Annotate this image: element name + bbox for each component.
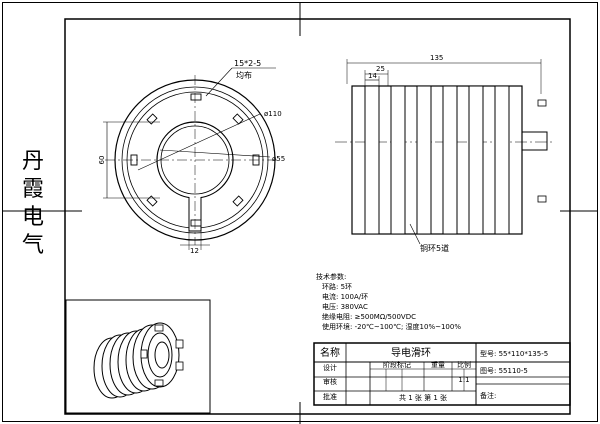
groove-note: 均布 xyxy=(236,70,252,80)
spec-line-1: 环路: 5环 xyxy=(322,282,352,291)
spec-line-4: 绝缘电阻: ≥500MΩ/500VDC xyxy=(322,312,416,321)
title-name-label: 名称 xyxy=(320,346,340,359)
dim-inner-diameter: ø55 xyxy=(272,155,285,163)
drawing-frame xyxy=(64,18,571,415)
title-scale-value: 1:1 xyxy=(458,376,469,384)
brand-char-1: 丹 xyxy=(22,149,44,174)
spec-line-5: 使用环境: -20℃~100℃; 湿度10%~100% xyxy=(322,322,461,331)
brand-char-3: 电 xyxy=(22,205,44,230)
side-view xyxy=(335,59,555,245)
dim-key-width: 12 xyxy=(190,247,199,255)
brand-name: 丹 霞 电 气 xyxy=(22,149,44,258)
title-drawing-number: 图号: 55110-5 xyxy=(480,367,528,375)
title-review: 审核 xyxy=(323,377,337,386)
title-block xyxy=(313,342,571,406)
brand-char-4: 气 xyxy=(22,233,44,258)
tech-specs: 技术参数: 环路: 5环 电流: 100A/环 电压: 380VAC 绝缘电阻:… xyxy=(316,272,461,331)
title-remark: 备注: xyxy=(480,391,496,400)
title-stage-mark: 阶段标记 xyxy=(383,360,411,369)
groove-callout: 15*2-5 xyxy=(234,59,261,68)
title-approve: 批准 xyxy=(323,392,337,401)
spec-line-2: 电流: 100A/环 xyxy=(322,292,368,301)
ring-label: 铜环5道 xyxy=(420,243,449,253)
title-design: 设计 xyxy=(323,363,337,372)
title-name-value: 导电滑环 xyxy=(391,346,431,359)
isometric-view xyxy=(65,299,211,414)
dim-outer-diameter: ø110 xyxy=(264,110,282,118)
brand-char-2: 霞 xyxy=(22,177,44,202)
dim-14: 14 xyxy=(368,72,377,80)
dim-total-length: 135 xyxy=(430,54,443,62)
dim-25: 25 xyxy=(376,65,385,73)
title-sheets: 共 1 张 第 1 张 xyxy=(399,393,447,402)
dim-height: 60 xyxy=(98,156,106,165)
specs-title: 技术参数: xyxy=(316,272,346,281)
title-weight: 重量 xyxy=(431,361,445,369)
spec-line-3: 电压: 380VAC xyxy=(322,302,368,311)
title-model: 型号: 55*110*135-5 xyxy=(480,349,548,358)
front-view xyxy=(103,67,280,250)
title-scale: 比例 xyxy=(457,360,471,369)
